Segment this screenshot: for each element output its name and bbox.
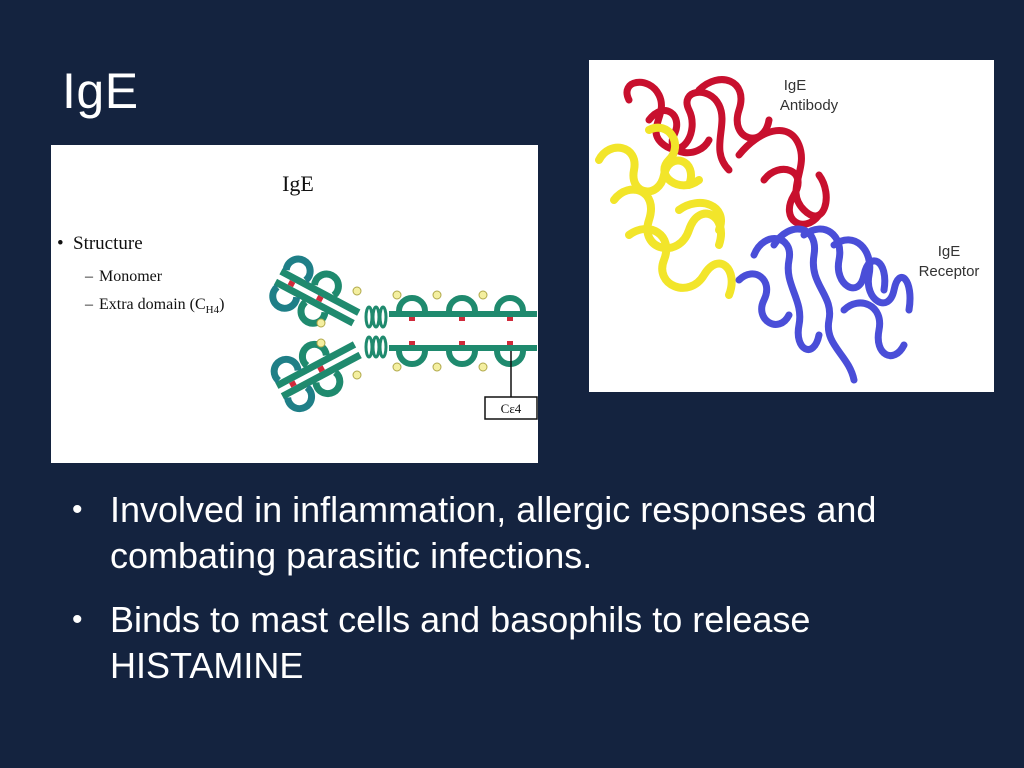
receptor-label-line2: Receptor xyxy=(919,263,980,280)
slide-title: IgE xyxy=(62,63,139,119)
antibody-label-line2: Antibody xyxy=(780,97,839,114)
ige-receptor-svg: IgE Antibody IgE Receptor xyxy=(595,76,980,384)
bullet-item: • Involved in inflammation, allergic res… xyxy=(72,487,972,579)
antibody-illustration xyxy=(269,255,538,420)
antibody-label-line1: IgE xyxy=(784,77,807,94)
dash-1: – xyxy=(84,268,94,285)
diagram-title: IgE xyxy=(282,171,314,196)
domain-box-label: Cε4 xyxy=(501,401,522,416)
structure-label: Structure xyxy=(73,233,143,254)
monomer-label: Monomer xyxy=(99,268,163,285)
antibody-heavy-chain xyxy=(623,76,830,228)
bullet-text: Binds to mast cells and basophils to rel… xyxy=(110,599,811,686)
extra-domain-label: Extra domain (CH4) xyxy=(99,296,224,316)
ige-structure-svg: IgE • Structure – Monomer – Extra domain… xyxy=(57,171,538,420)
antibody-light-chain xyxy=(595,123,736,299)
bullet-dot: • xyxy=(72,603,83,636)
ige-receptor-structure: IgE Antibody IgE Receptor xyxy=(589,60,994,392)
structure-bullet: • xyxy=(57,233,64,254)
receptor-chain xyxy=(735,225,914,384)
ige-structure-diagram: IgE • Structure – Monomer – Extra domain… xyxy=(51,145,538,463)
bullet-text: Involved in inflammation, allergic respo… xyxy=(110,489,877,576)
bullet-dot: • xyxy=(72,493,83,526)
receptor-label-line1: IgE xyxy=(938,243,961,260)
dash-2: – xyxy=(84,296,94,313)
bullet-list: • Involved in inflammation, allergic res… xyxy=(72,487,972,707)
bullet-item: • Binds to mast cells and basophils to r… xyxy=(72,597,972,689)
